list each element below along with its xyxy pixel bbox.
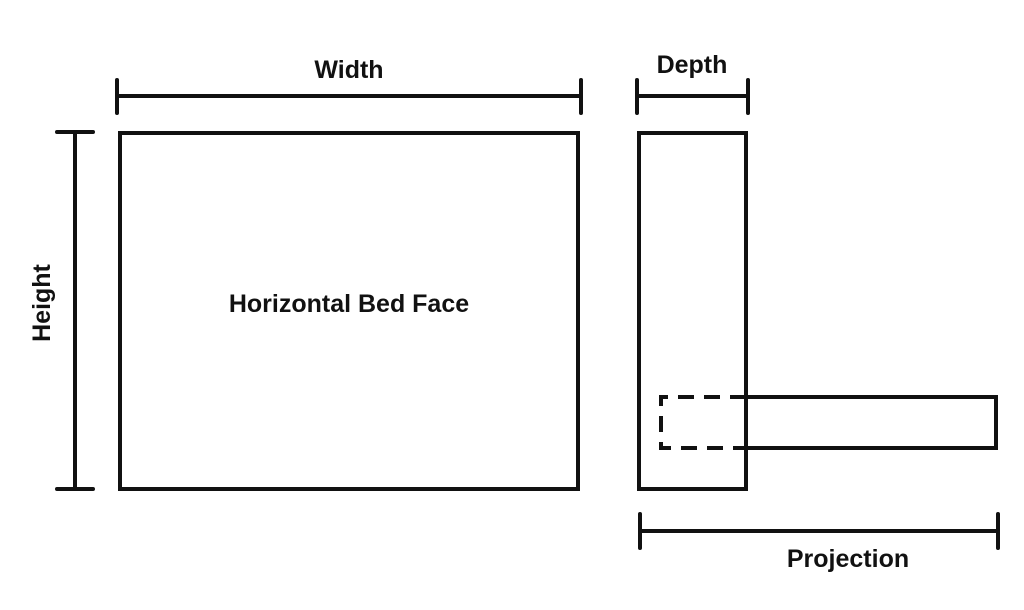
projection-dimension-line <box>638 512 1000 550</box>
height-dimension-line <box>55 130 95 491</box>
side-profile-rectangle <box>637 131 748 491</box>
depth-dimension-line <box>635 78 750 115</box>
projection-label: Projection <box>787 545 909 573</box>
face-label: Horizontal Bed Face <box>229 290 469 318</box>
depth-label: Depth <box>657 51 728 79</box>
bed-face-rectangle <box>118 131 580 491</box>
width-dimension-line <box>115 78 583 115</box>
height-label: Height <box>28 263 56 341</box>
width-label: Width <box>314 56 383 84</box>
projection-rectangle <box>744 395 998 450</box>
hidden-portion-dashed <box>659 395 746 450</box>
